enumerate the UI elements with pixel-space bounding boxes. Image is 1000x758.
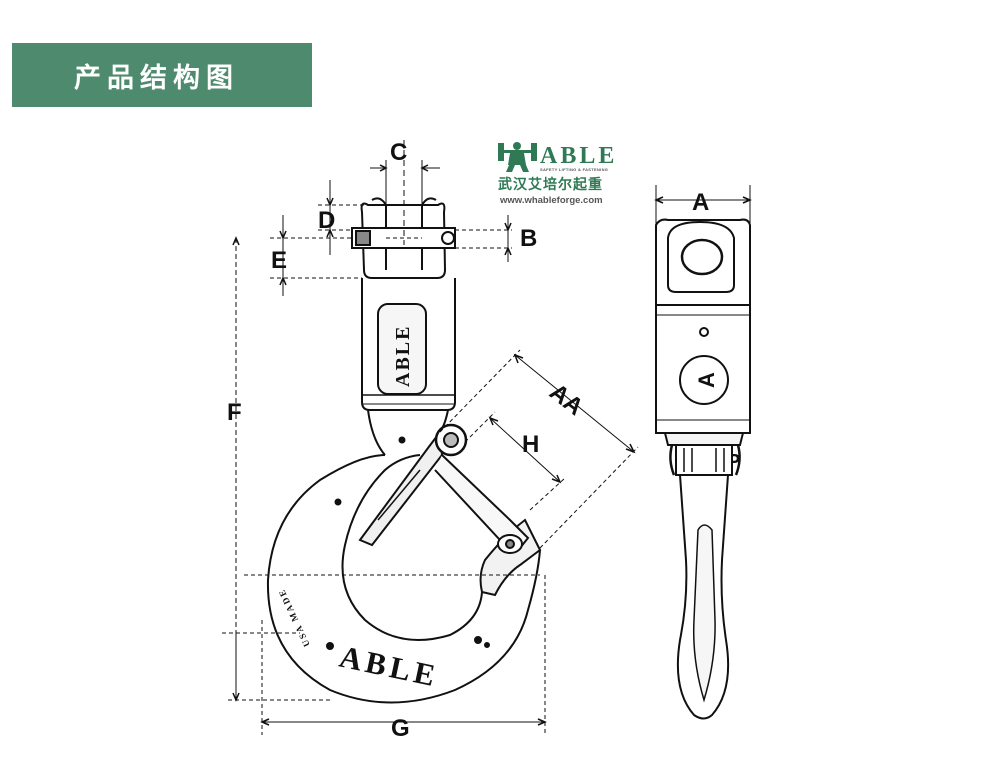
dim-label-h: H [522,431,539,458]
safety-latch [358,429,444,547]
dim-label-b: B [520,225,537,252]
logo-brand: ABLE [540,143,617,169]
hook-body [361,278,456,411]
weightlifter-icon [498,142,537,172]
body-stamp: ABLE [392,325,414,387]
dim-label-f: F [227,399,242,426]
hook-stamp: ABLE [337,639,443,694]
dim-label-c: C [390,139,407,166]
section-title-bar: 产品结构图 [12,43,312,107]
clevis [360,202,447,279]
logo-chinese-name: 武汉艾培尔起重 [498,176,603,193]
dim-label-g: G [391,715,410,742]
hook-side-view [655,218,751,720]
side-view-clevis [655,218,751,306]
side-view-badge: A [694,372,719,388]
hook-side-text: USA MADE [276,587,312,649]
able-logo: ABLE SAFETY LIFTING & FASTENING 武汉艾培尔起重 … [498,142,617,206]
dim-label-d: D [318,207,335,234]
dim-label-e: E [271,247,287,274]
hook-bowl [266,454,541,704]
logo-website: www.whableforge.com [499,195,603,206]
side-view-body [655,304,751,434]
hook-front-view [266,140,542,704]
dimension-lines [222,160,752,735]
dim-label-a: A [692,189,709,216]
logo-tagline: SAFETY LIFTING & FASTENING [540,167,608,172]
section-title: 产品结构图 [74,62,239,94]
